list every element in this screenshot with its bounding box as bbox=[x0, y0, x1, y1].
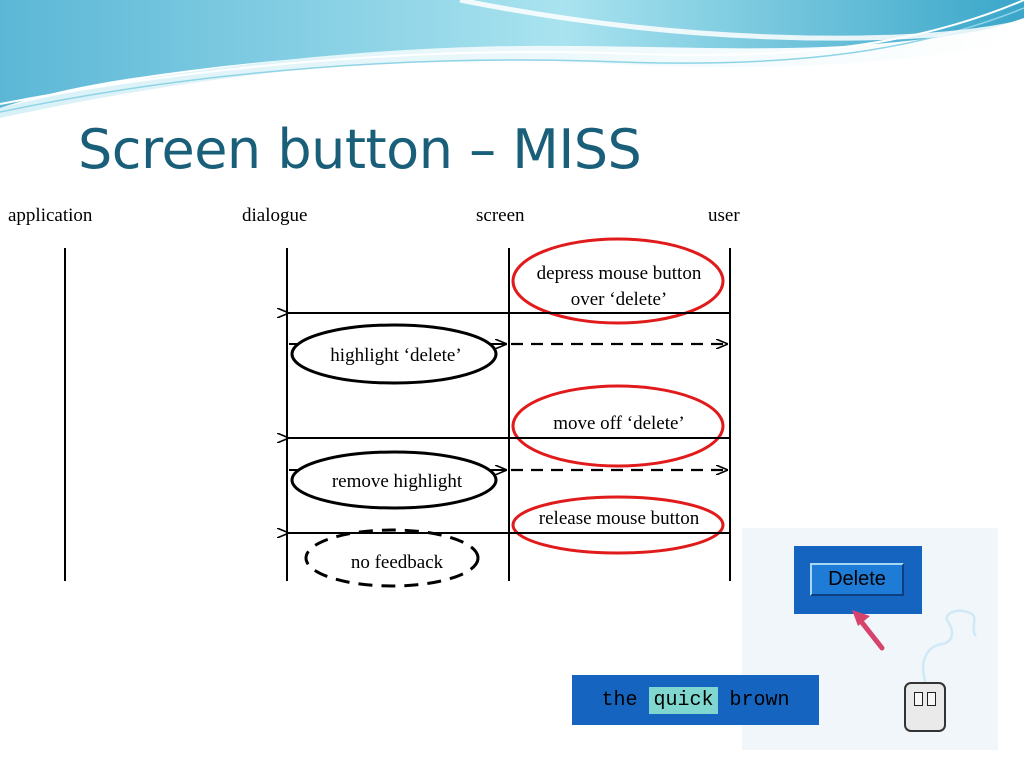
mouse-left-button-icon bbox=[914, 692, 923, 706]
label-no-feedback: no feedback bbox=[351, 552, 444, 573]
text-selection-sample: the quick brown bbox=[572, 675, 819, 725]
column-header-dialogue: dialogue bbox=[242, 205, 307, 226]
pointer-arrow-icon bbox=[852, 610, 885, 651]
header-wave-decoration bbox=[0, 0, 1024, 118]
column-header-screen: screen bbox=[476, 205, 525, 226]
label-highlight: highlight ‘delete’ bbox=[330, 345, 461, 366]
label-remove-highlight: remove highlight bbox=[332, 471, 463, 492]
user-action-ellipse-release bbox=[511, 495, 725, 555]
text-word-the: the bbox=[601, 688, 638, 712]
illustration-inset: Delete bbox=[742, 528, 998, 750]
mouse-cord-icon bbox=[921, 609, 978, 685]
sequence-diagram: application dialogue screen user depress… bbox=[8, 205, 740, 588]
system-ellipse-highlight bbox=[290, 323, 498, 385]
mouse-right-button-icon bbox=[927, 692, 936, 706]
user-action-ellipse-depress bbox=[511, 237, 725, 325]
text-word-brown: brown bbox=[729, 688, 790, 712]
slide-title: Screen button – MISS bbox=[78, 118, 642, 181]
label-move-off: move off ‘delete’ bbox=[553, 413, 685, 434]
delete-button-panel: Delete bbox=[794, 546, 922, 614]
system-ellipse-remove-highlight bbox=[290, 450, 498, 510]
user-action-ellipse-move-off bbox=[511, 384, 725, 468]
label-depress-line1: depress mouse button bbox=[537, 263, 702, 284]
mouse-icon bbox=[904, 682, 946, 732]
label-release: release mouse button bbox=[539, 508, 700, 529]
dashed-ellipse-no-feedback bbox=[304, 528, 480, 588]
column-header-application: application bbox=[8, 205, 93, 226]
text-word-quick-highlighted: quick bbox=[649, 686, 718, 714]
delete-button[interactable]: Delete bbox=[810, 563, 904, 596]
column-header-user: user bbox=[708, 205, 740, 226]
label-depress-line2: over ‘delete’ bbox=[571, 289, 668, 310]
